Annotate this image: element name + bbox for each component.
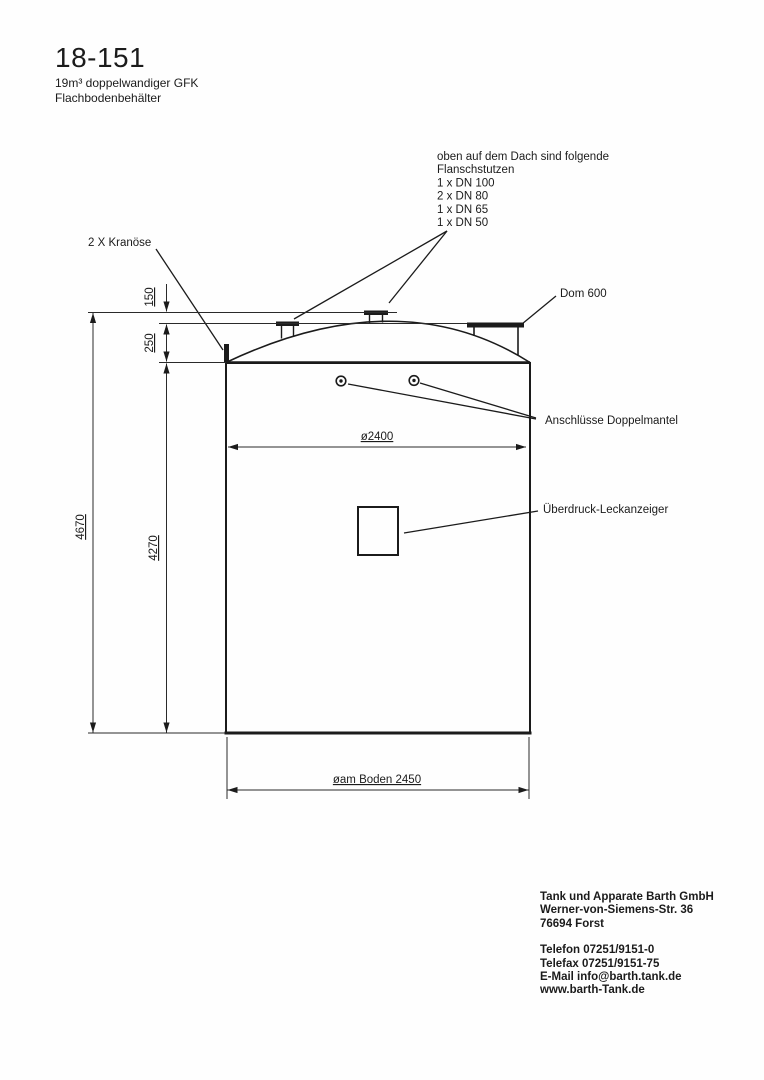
spacer — [540, 931, 714, 944]
company-website: www.barth-Tank.de — [540, 984, 645, 997]
company-name: Tank und Apparate Barth GmbH — [540, 891, 714, 903]
company-phone: Telefon 07251/9151-0 — [540, 944, 655, 957]
dim-text-4270: 4270 — [148, 535, 160, 561]
roof-note-line: 2 x DN 80 — [437, 191, 488, 203]
dim-text-250: 250 — [144, 333, 156, 352]
jacket-connection-left — [335, 375, 347, 387]
jacket-connection-left-dot — [339, 379, 343, 383]
company-fax: Telefax 07251/9151-75 — [540, 957, 660, 970]
crane-lug — [224, 344, 229, 363]
dom600-cap — [467, 322, 524, 328]
leader-jacket-left — [347, 383, 537, 420]
label-jacket-connections: Anschlüsse Doppelmantel — [545, 415, 678, 427]
dim-text-2450: øam Boden 2450 — [333, 774, 421, 786]
drawing-number: 18-151 — [55, 42, 146, 73]
dim-text-150: 150 — [144, 287, 156, 306]
leader-crane-lug — [155, 248, 224, 351]
label-dom600: Dom 600 — [560, 288, 607, 300]
leader-roof-stub-left — [293, 230, 448, 320]
dim-text-4670: 4670 — [75, 514, 87, 540]
leader-roof-stub-middle — [388, 230, 448, 304]
company-city: 76694 Forst — [540, 917, 604, 930]
drawing-subtitle: 19m³ doppelwandiger GFK Flachbodenbehält… — [55, 76, 198, 105]
label-leak-indicator: Überdruck-Leckanzeiger — [543, 504, 668, 516]
company-email: E-Mail info@barth.tank.de — [540, 971, 682, 984]
jacket-connection-right-dot — [412, 378, 416, 383]
roof-note-line: Flanschstutzen — [437, 164, 514, 176]
company-block: Tank und Apparate Barth GmbH Werner-von-… — [540, 891, 714, 998]
dim-text-2400: ø2400 — [361, 431, 394, 443]
leader-leak-indicator — [403, 510, 539, 534]
leak-indicator-box — [357, 506, 399, 556]
subtitle-line: 19m³ doppelwandiger GFK — [55, 76, 199, 90]
leader-jacket-right — [419, 382, 537, 419]
jacket-connection-right — [408, 374, 420, 387]
label-crane-lug: 2 X Kranöse — [88, 237, 151, 249]
roof-note-line: 1 x DN 50 — [437, 217, 488, 229]
subtitle-line: Flachbodenbehälter — [55, 90, 162, 105]
dome-arc — [225, 320, 531, 364]
roof-note-line: oben auf dem Dach sind folgende — [437, 151, 609, 163]
roof-note-line: 1 x DN 100 — [437, 177, 495, 189]
company-street: Werner-von-Siemens-Str. 36 — [540, 904, 694, 917]
tank-shell — [225, 362, 531, 734]
leader-dom600 — [521, 295, 557, 325]
roof-note-line: 1 x DN 65 — [437, 204, 488, 216]
